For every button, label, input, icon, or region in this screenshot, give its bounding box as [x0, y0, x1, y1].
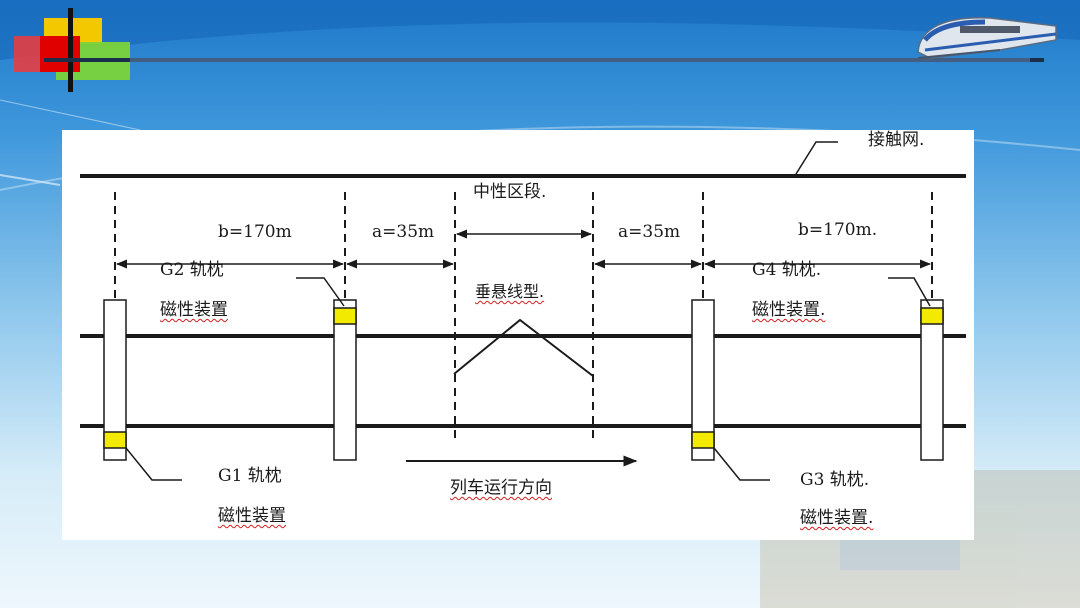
magnet-g1 — [103, 431, 127, 449]
sleeper-g1 — [103, 299, 127, 461]
magnet-g2 — [333, 307, 357, 325]
distance-left-b: b=170m — [218, 222, 292, 242]
logo-crosshair-icon — [14, 8, 1044, 92]
distance-right-b: b=170m. — [798, 220, 878, 240]
g1-sleeper-label: G1 轨枕 — [218, 466, 282, 486]
suspension-label: 垂悬线型. — [475, 282, 545, 301]
g4-sleeper-label: G4 轨枕. — [752, 260, 822, 280]
leader-g1 — [125, 447, 182, 481]
suspension-shape — [453, 318, 594, 377]
sleeper-g4 — [920, 299, 944, 461]
distance-right-a: a=35m — [618, 222, 681, 242]
magnet-g3 — [691, 431, 715, 449]
reference-lines — [114, 192, 933, 442]
train-direction-label: 列车运行方向 — [450, 478, 552, 498]
g3-sleeper-label: G3 轨枕. — [800, 470, 870, 490]
sleeper-g2 — [333, 299, 357, 461]
magnet-g4 — [920, 307, 944, 325]
diagram-drawing — [80, 141, 966, 481]
g3-device-label: 磁性装置. — [800, 508, 874, 528]
neutral-section-diagram: 接触网. 中性区段. b=170m a=35m a=35m b=170m. 垂悬… — [62, 130, 974, 540]
neutral-section-label: 中性区段. — [473, 182, 547, 202]
sleeper-g3 — [691, 299, 715, 461]
g1-device-label: 磁性装置 — [218, 506, 286, 526]
leader-g4 — [888, 277, 931, 307]
g2-sleeper-label: G2 轨枕 — [160, 260, 224, 280]
distance-left-a: a=35m — [372, 222, 435, 242]
leader-g2 — [296, 277, 345, 307]
g2-device-label: 磁性装置 — [160, 300, 228, 320]
g4-device-label: 磁性装置. — [752, 300, 826, 320]
catenary-leader — [795, 141, 838, 175]
bullet-train-icon — [917, 17, 1057, 59]
leader-g3 — [713, 447, 770, 481]
catenary-label: 接触网. — [868, 130, 925, 150]
